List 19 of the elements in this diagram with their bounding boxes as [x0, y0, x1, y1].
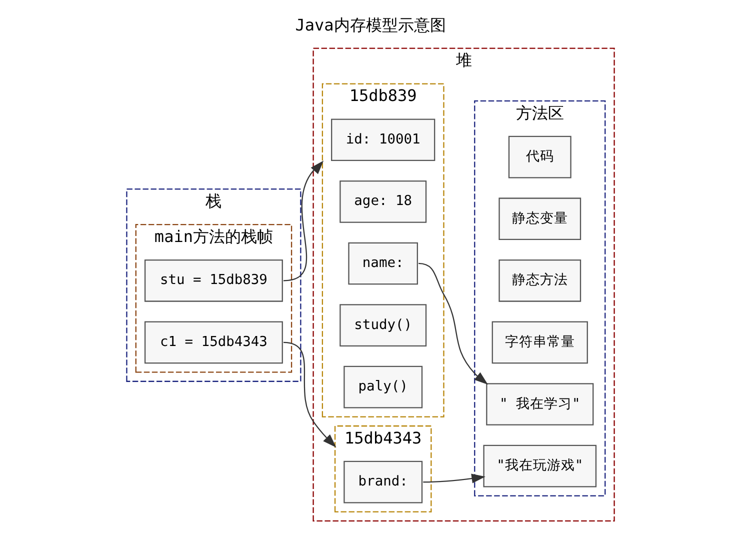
- node-box: 字符串常量: [491, 321, 588, 364]
- node-box: id: 10001: [330, 118, 435, 162]
- node-box: 代码: [508, 136, 571, 178]
- node-box: study(): [339, 304, 426, 346]
- node-box: 静态变量: [498, 198, 581, 240]
- node-box: paly(): [343, 366, 422, 408]
- arrow: [282, 160, 324, 282]
- node-box: 静态方法: [498, 259, 581, 302]
- arrow: [282, 342, 336, 448]
- node-box: name:: [348, 242, 418, 285]
- node-box: "我在玩游戏": [482, 444, 596, 488]
- node-box: c1 = 15db4343: [144, 321, 282, 364]
- node-box: age: 18: [339, 180, 426, 223]
- arrow: [422, 474, 485, 484]
- node-box: " 我在学习": [486, 383, 594, 426]
- node-box: brand:: [343, 460, 422, 504]
- node-box: stu = 15db839: [144, 259, 282, 302]
- diagram-title: Java内存模型示意图: [294, 15, 446, 34]
- arrow: [418, 262, 488, 385]
